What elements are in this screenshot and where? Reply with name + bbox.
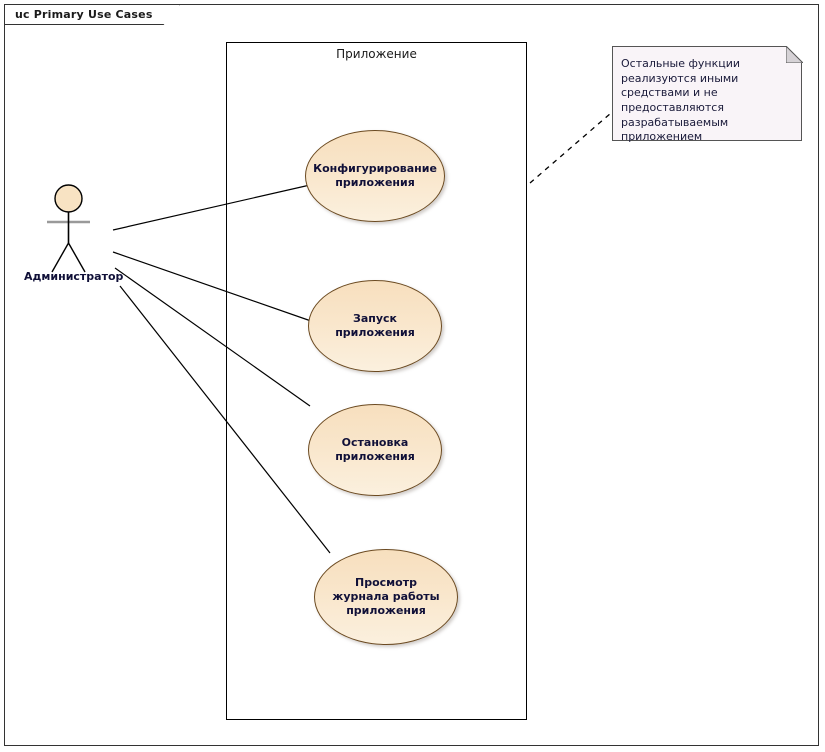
note-fold-icon [786, 46, 803, 63]
system-boundary-label: Приложение [336, 47, 417, 61]
note-box[interactable] [612, 46, 802, 141]
use-case-stop-application-label: Остановка приложения [335, 436, 415, 463]
use-case-stop-application[interactable]: Остановка приложения [308, 404, 442, 496]
use-case-start-application-label: Запуск приложения [335, 312, 415, 339]
use-case-view-application-log[interactable]: Просмотр журнала работы приложения [314, 549, 458, 645]
use-case-start-application[interactable]: Запуск приложения [308, 280, 442, 372]
title-tab-underline [5, 24, 147, 25]
use-case-view-application-log-label: Просмотр журнала работы приложения [332, 576, 440, 617]
note-text: Остальные функции реализуются иными сред… [621, 57, 741, 144]
diagram-title-label: uc Primary Use Cases [15, 8, 153, 21]
use-case-configure-application[interactable]: Конфигурирование приложения [305, 130, 445, 222]
actor-administrator-label: Администратор [24, 270, 124, 283]
use-case-configure-application-label: Конфигурирование приложения [313, 162, 437, 189]
diagram-title-tab[interactable]: uc Primary Use Cases [5, 5, 180, 25]
